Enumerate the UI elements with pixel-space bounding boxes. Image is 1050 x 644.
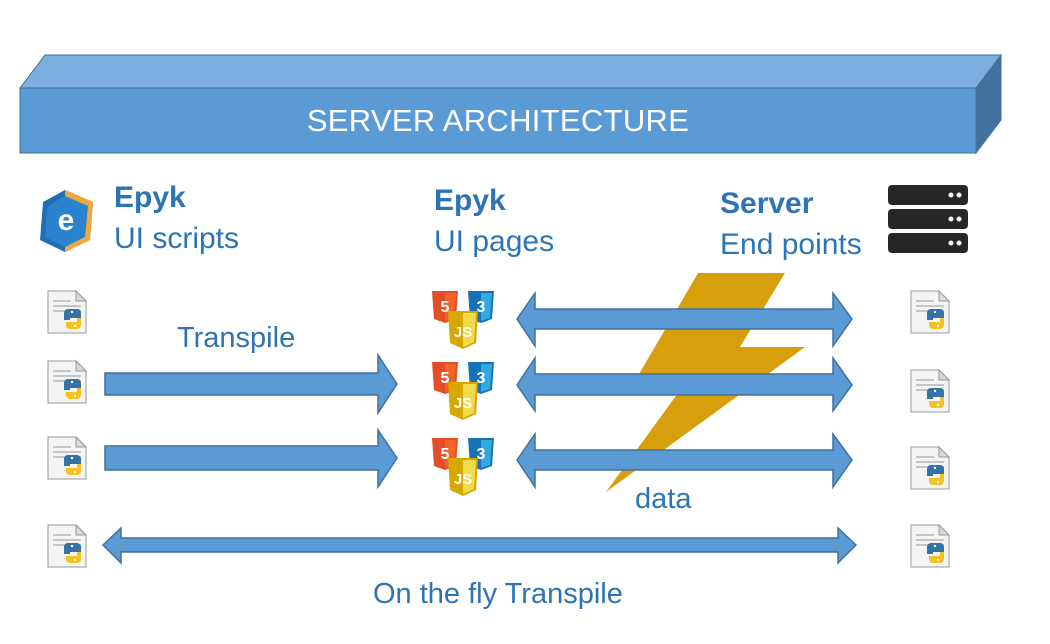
html5-css3-js-icon	[432, 291, 494, 349]
python-file-icon	[910, 369, 950, 413]
banner-title: SERVER ARCHITECTURE	[306, 102, 690, 138]
transpile-arrow-2	[104, 427, 398, 490]
epyk-scripts-name: Epyk	[114, 181, 186, 214]
on-the-fly-arrow	[101, 526, 858, 565]
epyk-pages-name: Epyk	[434, 184, 506, 217]
python-file-icon	[910, 524, 950, 568]
transpile-label: Transpile	[177, 322, 296, 354]
python-file-icon	[47, 436, 87, 480]
transpile-arrow-1	[104, 352, 398, 416]
svg-text:e: e	[58, 204, 75, 237]
server-heading: Server End points	[720, 183, 862, 266]
on-the-fly-label: On the fly Transpile	[373, 578, 623, 610]
server-rack-icon	[888, 185, 968, 253]
data-arrow-2	[516, 355, 853, 414]
epyk-scripts-heading: Epyk UI scripts	[114, 177, 239, 260]
banner-bar	[18, 53, 1003, 155]
epyk-scripts-sub: UI scripts	[114, 222, 240, 256]
html5-css3-js-icon	[432, 362, 494, 420]
data-arrow-3	[516, 431, 853, 490]
data-arrow-1	[516, 290, 853, 349]
python-file-icon	[910, 446, 950, 490]
server-sub: End points	[720, 228, 862, 262]
python-file-icon	[47, 360, 87, 404]
data-label: data	[635, 483, 692, 515]
epyk-pages-heading: Epyk UI pages	[434, 180, 554, 263]
python-file-icon	[910, 290, 950, 334]
html5-css3-js-icon	[432, 438, 494, 496]
server-name: Server	[720, 187, 814, 220]
epyk-logo-icon: e	[40, 190, 93, 252]
epyk-pages-sub: UI pages	[434, 225, 555, 259]
python-file-icon	[47, 524, 87, 568]
python-file-icon	[47, 290, 87, 334]
